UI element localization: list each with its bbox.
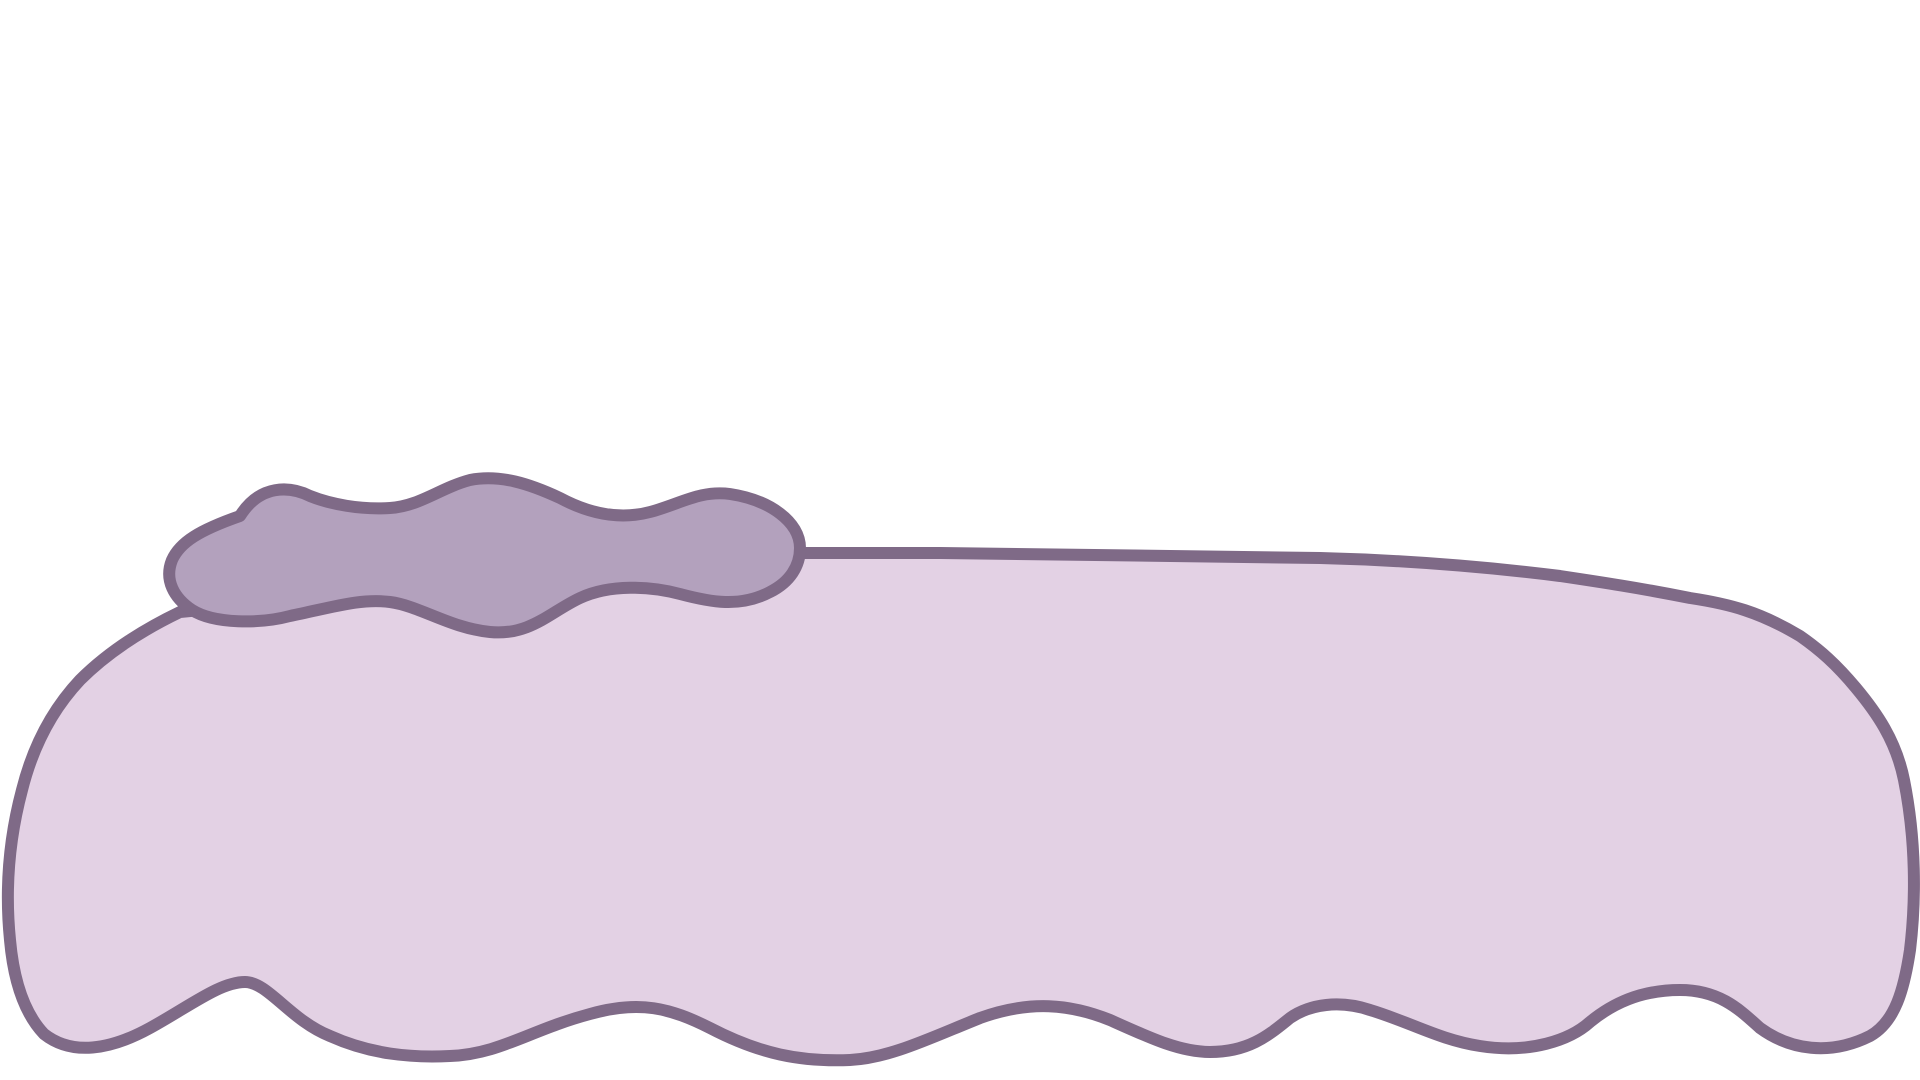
napkin-shape [163, 472, 806, 639]
tablecloth-shape [1, 547, 1920, 1067]
